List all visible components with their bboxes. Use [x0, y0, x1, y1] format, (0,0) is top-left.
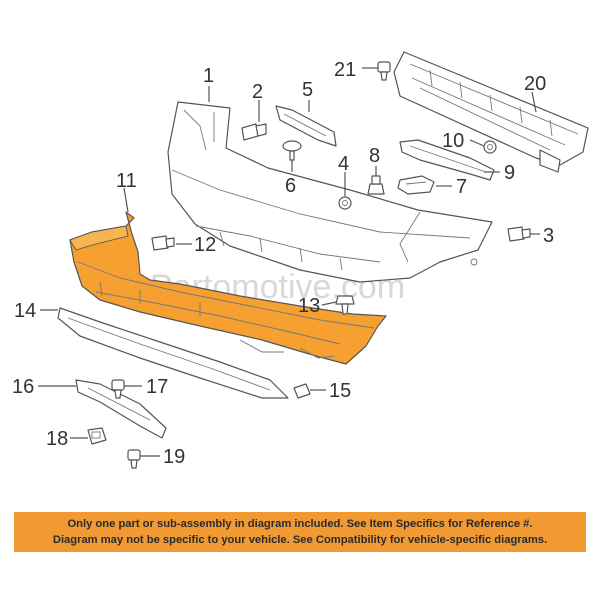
callout-6: 6: [285, 175, 296, 197]
disclaimer-line-1: Only one part or sub-assembly in diagram…: [67, 518, 533, 530]
disclaimer-banner: Only one part or sub-assembly in diagram…: [14, 512, 586, 552]
callout-5: 5: [302, 79, 313, 101]
part-17-screw: [111, 379, 125, 399]
callout-3: 3: [543, 225, 554, 247]
part-6-clip: [282, 140, 302, 161]
callout-9: 9: [504, 162, 515, 184]
callout-4: 4: [338, 153, 349, 175]
callout-16: 16: [12, 376, 34, 398]
callout-11: 11: [116, 170, 137, 192]
part-8-screw: [367, 175, 385, 195]
callout-13: 13: [298, 295, 320, 317]
disclaimer-line-2: Diagram may not be specific to your vehi…: [52, 534, 548, 546]
part-2-screw: [241, 123, 267, 141]
part-10-clip: [483, 140, 497, 154]
callout-20: 20: [524, 73, 546, 95]
callout-12: 12: [194, 234, 216, 256]
part-21-screw: [377, 61, 391, 81]
part-12-screw: [151, 235, 175, 251]
callout-14: 14: [14, 300, 36, 322]
part-1-bumper-cover: [167, 101, 493, 283]
part-14-trim-strip: [57, 307, 289, 399]
callout-19: 19: [163, 446, 185, 468]
part-4-nut: [338, 196, 352, 210]
part-19-screw: [127, 449, 141, 469]
part-15-clip: [293, 383, 311, 399]
part-3-screw: [507, 226, 531, 242]
part-5-bracket: [275, 105, 337, 147]
callout-8: 8: [369, 145, 380, 167]
callout-21: 21: [334, 59, 356, 81]
callout-18: 18: [46, 428, 68, 450]
part-16-absorber: [75, 379, 167, 439]
part-11-lower-valance: [69, 211, 387, 365]
callout-7: 7: [456, 176, 467, 198]
callout-1: 1: [203, 65, 214, 87]
part-18-clip: [87, 427, 107, 445]
part-7-bracket: [397, 175, 435, 195]
leader-lines: [38, 67, 540, 457]
callout-17: 17: [146, 376, 168, 398]
callout-10: 10: [442, 130, 464, 152]
callout-2: 2: [252, 81, 263, 103]
part-20-rear-bumper-beam: [393, 51, 589, 173]
part-13-clip: [335, 295, 355, 315]
part-9-bracket: [399, 139, 495, 181]
callout-15: 15: [329, 380, 351, 402]
